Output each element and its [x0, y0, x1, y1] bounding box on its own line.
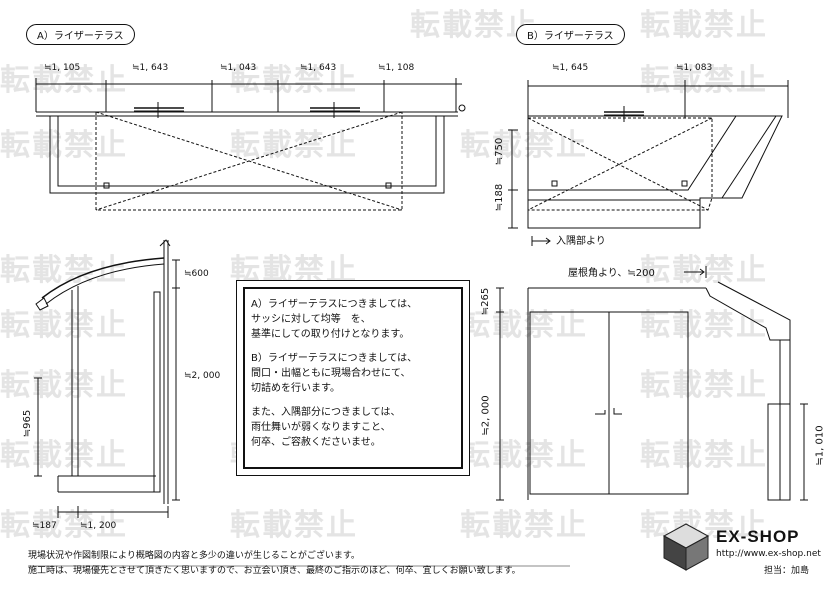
staff-name: 担当：加島 [764, 566, 810, 576]
section-title-a: A）ライザーテラス [26, 24, 135, 45]
note-line: B）ライザーテラスにつきましては、 [251, 353, 418, 364]
note-line: 何卒、ご容赦くださいませ。 [251, 437, 381, 448]
watermark-text: 転載禁止 [0, 438, 128, 473]
dim-side-187: ≒187 [32, 521, 57, 531]
note-line: 基準にしての取り付けとなります。 [251, 329, 410, 340]
watermark-text: 転載禁止 [230, 63, 358, 98]
dim-elev-265: ≒265 [480, 287, 492, 316]
watermark-text: 転載禁止 [460, 128, 588, 163]
footer-disclaimer-2: 施工時は、現場優先とさせて頂きたく思いますので、お立会い頂き、最終のご指示のほど… [28, 566, 521, 576]
side-section [34, 239, 180, 518]
logo-name: EX-SHOP [716, 527, 800, 546]
dim-side-1200: ≒1, 200 [80, 521, 117, 531]
watermark-text: 転載禁止 [0, 253, 128, 288]
note-line: サッシに対して均等 を、 [251, 314, 371, 325]
dim-a-5: ≒1, 108 [378, 63, 415, 73]
watermark-text: 転載禁止 [0, 508, 128, 543]
section-title-b: B）ライザーテラス [516, 24, 625, 45]
note-block-c: また、入隅部分につきましては、 雨仕舞いが弱くなりますこと、 何卒、ご容赦くださ… [251, 405, 455, 450]
dim-side-965: ≒965 [22, 409, 34, 438]
note-line: 間口・出幅ともに現場合わせにて、 [251, 368, 411, 379]
watermark-text: 転載禁止 [460, 508, 588, 543]
dim-b-188: ≒188 [494, 183, 506, 212]
note-block-a: A）ライザーテラスにつきましては、 サッシに対して均等 を、 基準にしての取り付… [251, 297, 455, 342]
dim-a-4: ≒1, 643 [300, 63, 337, 73]
watermark-text: 転載禁止 [640, 368, 768, 403]
watermark-text: 転載禁止 [460, 308, 588, 343]
note-block-b: B）ライザーテラスにつきましては、 間口・出幅ともに現場合わせにて、 切詰めを行… [251, 351, 455, 396]
dim-a-2: ≒1, 643 [132, 63, 169, 73]
watermark-text: 転載禁止 [0, 128, 128, 163]
dim-a-3: ≒1, 043 [220, 63, 257, 73]
notes-inner: A）ライザーテラスにつきましては、 サッシに対して均等 を、 基準にしての取り付… [243, 287, 463, 469]
dim-side-2000: ≒2, 000 [184, 371, 221, 381]
watermark-text: 転載禁止 [410, 8, 538, 43]
note-line: また、入隅部分につきましては、 [251, 407, 401, 418]
dim-b-2: ≒1, 083 [676, 63, 713, 73]
notes-box: A）ライザーテラスにつきましては、 サッシに対して均等 を、 基準にしての取り付… [236, 280, 470, 476]
footer-disclaimer-1: 現場状況や作図制限により概略図の内容と多少の違いが生じることがございます。 [28, 551, 360, 561]
corner-note: 入隅部より [556, 236, 606, 247]
plan-a [35, 78, 466, 211]
watermark-text: 転載禁止 [640, 63, 768, 98]
roof-corner-note: 屋根角より、≒200 [568, 268, 655, 279]
watermark-text: 転載禁止 [640, 253, 768, 288]
watermark-text: 転載禁止 [0, 308, 128, 343]
dim-elev-2000: ≒2, 000 [480, 395, 492, 436]
dim-b-1: ≒1, 645 [552, 63, 589, 73]
watermark-text: 転載禁止 [640, 308, 768, 343]
plan-b [508, 80, 789, 246]
note-line: 雨仕舞いが弱くなりますこと、 [251, 422, 391, 433]
front-elevation [496, 266, 808, 501]
logo-url: http://www.ex-shop.net [716, 549, 821, 559]
watermark-text: 転載禁止 [0, 63, 128, 98]
watermark-text: 転載禁止 [640, 438, 768, 473]
ex-shop-logo-cube [662, 523, 710, 571]
watermark-text: 転載禁止 [460, 438, 588, 473]
watermark-text: 転載禁止 [0, 368, 128, 403]
watermark-text: 転載禁止 [640, 8, 768, 43]
dim-b-750: ≒750 [494, 137, 506, 166]
dim-a-1: ≒1, 105 [44, 63, 81, 73]
note-line: 切詰めを行います。 [251, 383, 340, 394]
dim-elev-1010: ≒1, 010 [814, 425, 826, 466]
note-line: A）ライザーテラスにつきましては、 [251, 299, 418, 310]
watermark-text: 転載禁止 [230, 508, 358, 543]
dim-side-600: ≒600 [184, 269, 209, 279]
